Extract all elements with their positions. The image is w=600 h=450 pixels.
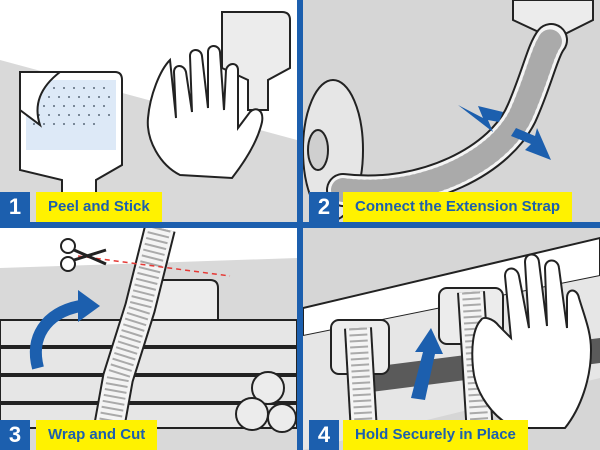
step-4-label: Hold Securely in Place [343, 420, 528, 450]
scissors-cut-icon [0, 228, 297, 450]
step-3-label: Wrap and Cut [36, 420, 157, 450]
step-4-number-badge: 4 [309, 420, 339, 450]
step-3-number-badge: 3 [0, 420, 30, 450]
step-2-number-badge: 2 [309, 192, 339, 222]
hand-holding-cables-icon [303, 228, 600, 450]
hand-pressing-adhesive-icon [0, 0, 297, 222]
strap-connection-icon [303, 0, 600, 222]
step-3-panel: 3 Wrap and Cut [0, 228, 297, 450]
step-2-label: Connect the Extension Strap [343, 192, 572, 222]
step-2-panel: 2 Connect the Extension Strap [303, 0, 600, 222]
step-4-panel: 4 Hold Securely in Place [303, 228, 600, 450]
step-1-label: Peel and Stick [36, 192, 162, 222]
horizontal-divider [0, 222, 600, 228]
step-1-number-badge: 1 [0, 192, 30, 222]
step-1-panel: 1 Peel and Stick [0, 0, 297, 222]
